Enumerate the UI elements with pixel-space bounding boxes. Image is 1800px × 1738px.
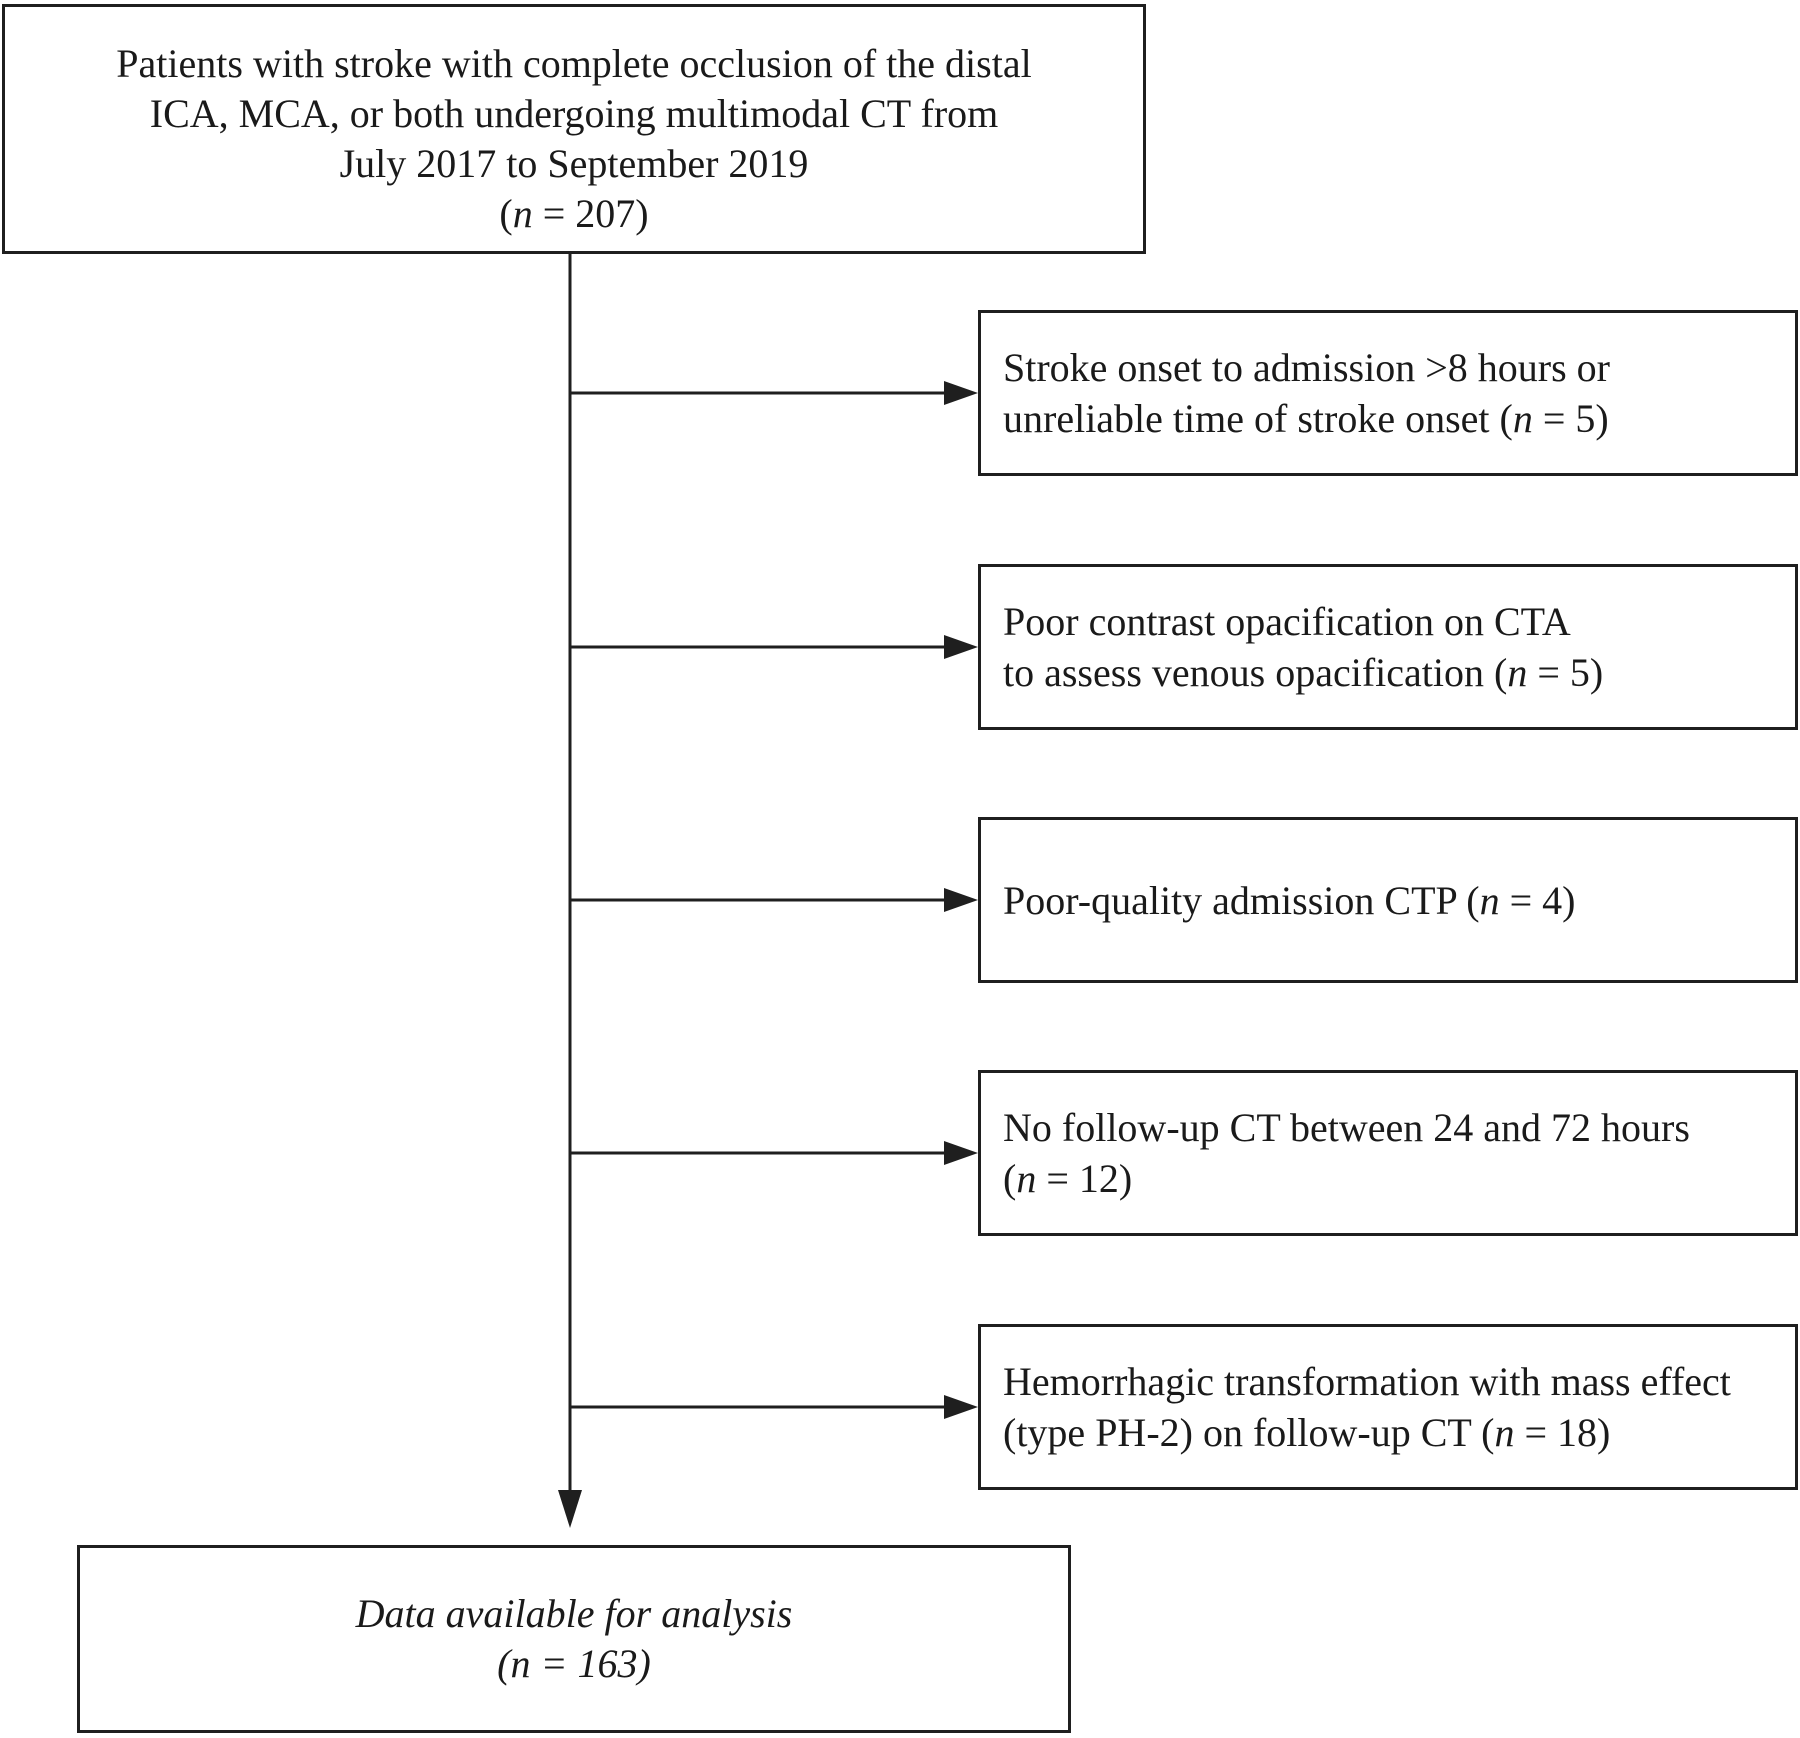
exclusion-box-hemorrhagic: Hemorrhagic transformation with mass eff… bbox=[978, 1324, 1798, 1490]
start-line-2: ICA, MCA, or both undergoing multimodal … bbox=[149, 91, 999, 136]
exclusion-1-line-1: Stroke onset to admission >8 hours or bbox=[1003, 345, 1610, 390]
exclusion-4-line-2: (n = 12) bbox=[1003, 1156, 1133, 1201]
final-line-1: Data available for analysis bbox=[355, 1591, 793, 1636]
arrow-to-final bbox=[558, 1490, 582, 1528]
exclusion-2-line-2: to assess venous opacification (n = 5) bbox=[1003, 650, 1604, 695]
start-line-3: July 2017 to September 2019 bbox=[339, 141, 809, 186]
exclusion-1-line-2: unreliable time of stroke onset (n = 5) bbox=[1003, 396, 1609, 441]
final-count: (n = 163) bbox=[497, 1641, 651, 1686]
exclusion-box-onset-time: Stroke onset to admission >8 hours or un… bbox=[978, 310, 1798, 476]
branch-arrow-2 bbox=[570, 635, 978, 659]
final-analysis-box: Data available for analysis (n = 163) bbox=[77, 1545, 1071, 1733]
start-population-box: Patients with stroke with complete occlu… bbox=[2, 4, 1146, 254]
exclusion-box-no-follow-up: No follow-up CT between 24 and 72 hours … bbox=[978, 1070, 1798, 1236]
branch-arrow-5 bbox=[570, 1395, 978, 1419]
start-count: (n = 207) bbox=[499, 191, 649, 236]
exclusion-4-line-1: No follow-up CT between 24 and 72 hours bbox=[1003, 1105, 1690, 1150]
exclusion-box-poor-contrast: Poor contrast opacification on CTA to as… bbox=[978, 564, 1798, 730]
branch-arrow-4 bbox=[570, 1141, 978, 1165]
exclusion-3-line-1: Poor-quality admission CTP (n = 4) bbox=[1003, 877, 1576, 923]
exclusion-box-poor-ctp: Poor-quality admission CTP (n = 4) bbox=[978, 817, 1798, 983]
branch-arrow-1 bbox=[570, 381, 978, 405]
branch-arrow-3 bbox=[570, 888, 978, 912]
exclusion-5-line-1: Hemorrhagic transformation with mass eff… bbox=[1003, 1359, 1731, 1404]
start-line-1: Patients with stroke with complete occlu… bbox=[116, 41, 1032, 86]
exclusion-5-line-2: (type PH-2) on follow-up CT (n = 18) bbox=[1003, 1410, 1611, 1455]
exclusion-2-line-1: Poor contrast opacification on CTA bbox=[1003, 599, 1571, 644]
